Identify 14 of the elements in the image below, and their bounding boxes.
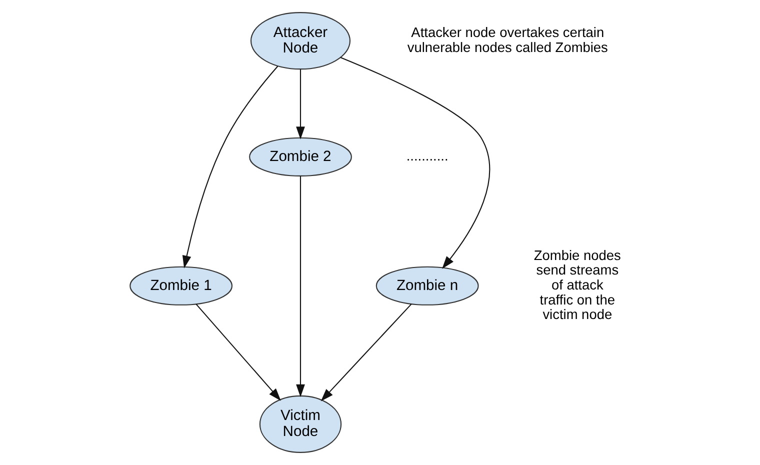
node-ellipse: Attacker Node bbox=[250, 12, 350, 70]
arrow bbox=[182, 66, 278, 268]
label: Attacker node overtakes certain vulnerable nodes called Zombies bbox=[406, 25, 608, 55]
label: Zombie nodes send streams of attack traffic on the victim node bbox=[533, 248, 620, 322]
node-ellipse: Victim Node bbox=[258, 395, 342, 453]
arrow bbox=[296, 69, 304, 140]
arrow bbox=[320, 304, 412, 402]
arrow bbox=[340, 56, 490, 269]
node-ellipse: Zombie n bbox=[375, 266, 478, 306]
node-ellipse: Zombie 1 bbox=[129, 266, 232, 306]
node-ellipse: Zombie 2 bbox=[248, 137, 352, 176]
label: ........... bbox=[406, 148, 448, 164]
arrow bbox=[195, 304, 280, 401]
arrow bbox=[296, 176, 304, 398]
